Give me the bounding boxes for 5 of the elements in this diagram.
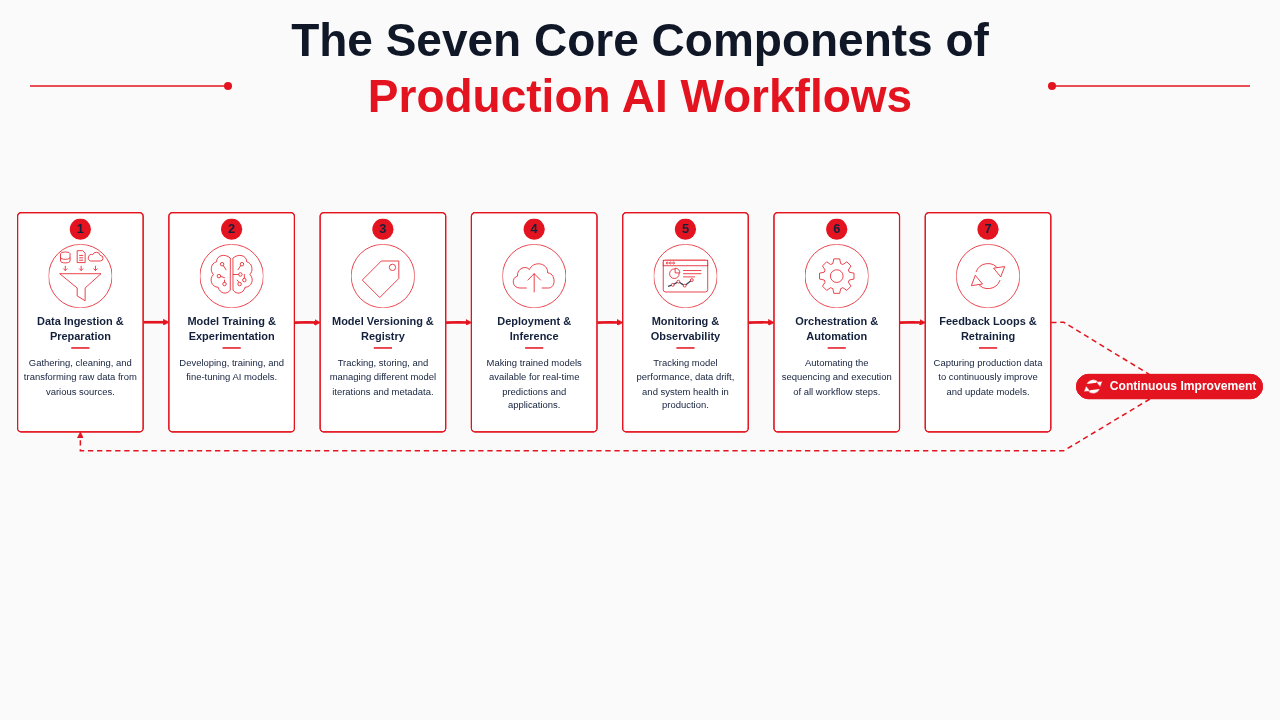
arrow <box>899 319 926 326</box>
title: The Seven Core Components of Production AI Workflows <box>290 13 990 124</box>
arrow <box>77 398 1151 452</box>
connector <box>1050 321 1151 376</box>
arrow <box>294 319 321 326</box>
